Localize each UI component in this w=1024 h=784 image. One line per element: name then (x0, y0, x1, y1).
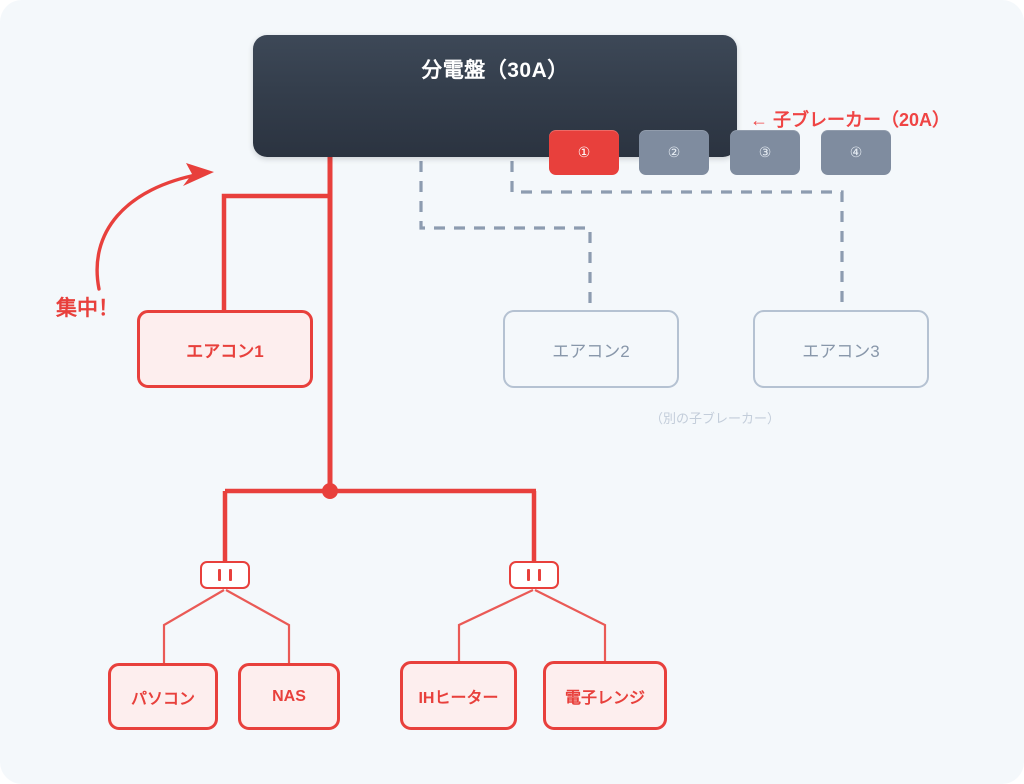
power-strip-icon-left[interactable] (200, 561, 250, 589)
node-ih-heater[interactable]: IHヒーター (400, 661, 517, 730)
child-breaker-label: ← 子ブレーカー（20A） (750, 110, 951, 130)
wire-branch-aircon1 (221, 193, 331, 312)
node-aircon1[interactable]: エアコン1 (137, 310, 313, 388)
breaker-button-3[interactable]: ③ (730, 130, 800, 175)
cord-nas (225, 589, 291, 664)
cord-microwave (534, 589, 607, 662)
outlet-slot-icon (218, 569, 221, 581)
node-microwave[interactable]: 電子レンジ (543, 661, 667, 730)
breaker-button-1[interactable]: ① (549, 130, 619, 175)
other-breaker-caption: （別の子ブレーカー） (649, 411, 780, 426)
cord-pc (162, 589, 225, 664)
annotation-arrow-head (183, 163, 214, 186)
breaker-button-4[interactable]: ④ (821, 130, 891, 175)
concentration-label: 集中！ (56, 297, 119, 320)
annotation-arrow-curve (95, 172, 203, 291)
cord-ih-heater (457, 589, 534, 662)
junction-dot (322, 483, 338, 499)
outlet-slot-icon (527, 569, 530, 581)
node-nas[interactable]: NAS (238, 663, 340, 730)
node-aircon3[interactable]: エアコン3 (753, 310, 929, 388)
power-strip-icon-right[interactable] (509, 561, 559, 589)
node-pc[interactable]: パソコン (108, 663, 218, 730)
node-aircon2[interactable]: エアコン2 (503, 310, 679, 388)
panel-title: 分電盤（30A） (421, 59, 569, 82)
breaker-button-2[interactable]: ② (639, 130, 709, 175)
outlet-slot-icon (229, 569, 232, 581)
outlet-slot-icon (538, 569, 541, 581)
distribution-panel: 分電盤（30A） ① ② ③ ④ (253, 35, 891, 175)
